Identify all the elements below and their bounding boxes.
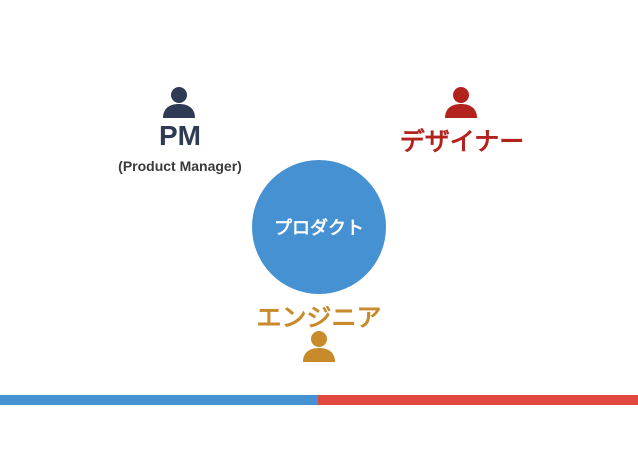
engineer-label: エンジニア	[256, 303, 382, 332]
bottom-bar-red	[318, 395, 638, 405]
pm-person-icon	[162, 86, 196, 118]
pm-label: PM	[159, 120, 201, 151]
bottom-bar-blue	[0, 395, 318, 405]
engineer-person-icon	[302, 330, 336, 362]
product-circle: プロダクト	[252, 160, 386, 294]
designer-label: デザイナー	[399, 127, 525, 156]
product-label: プロダクト	[274, 218, 364, 239]
pm-sublabel: (Product Manager)	[118, 158, 242, 174]
designer-person-icon	[444, 86, 478, 118]
